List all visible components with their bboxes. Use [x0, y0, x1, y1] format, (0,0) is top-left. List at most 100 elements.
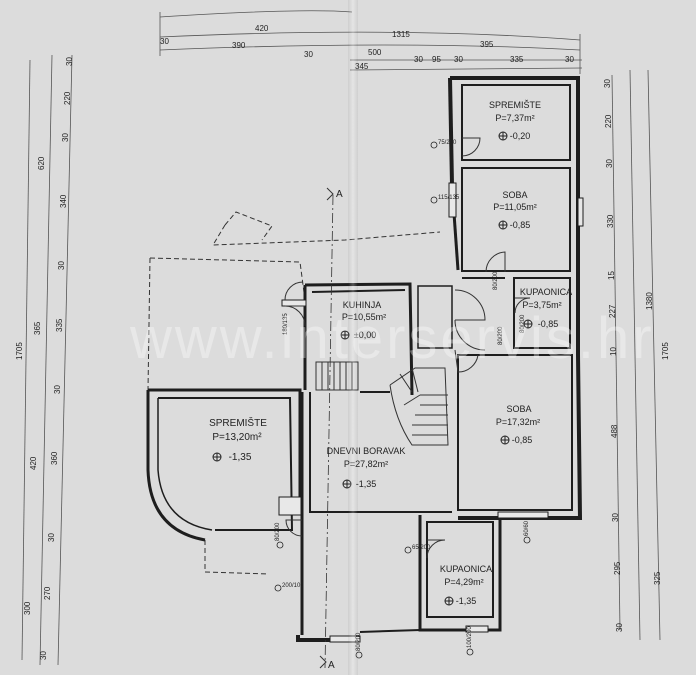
room-level: -1,35 [356, 479, 377, 489]
watermark: www.interservis.hr [130, 306, 655, 371]
dim-right-inner-3: 330 [606, 214, 615, 228]
dim-30-d: 30 [454, 55, 463, 64]
room-name: KUPAONICA [440, 564, 492, 574]
dim-right-inner-1: 220 [604, 114, 613, 128]
room-name: DNEVNI BORAVAK [327, 446, 406, 456]
room-soba-17: SOBA P=17,32m² -0,85 [496, 404, 540, 445]
dim-left-inner-2: 30 [61, 133, 70, 142]
room-kuhinja: KUHINJA P=10,55m² ±0,00 [342, 300, 386, 340]
dim-left-365: 365 [33, 321, 42, 335]
level-markers [212, 131, 533, 606]
dim-right-inner-8: 30 [611, 513, 620, 522]
dim-345: 345 [355, 62, 369, 71]
dim-95: 95 [432, 55, 441, 64]
opening-label: 60/60 [524, 520, 530, 536]
dim-left-inner-1: 220 [63, 91, 72, 105]
walls [146, 76, 583, 642]
dim-right-inner-9: 295 [613, 561, 622, 575]
dim-335: 335 [510, 55, 524, 64]
opening-label: 100/200 [467, 626, 473, 648]
dim-right-inner-7: 488 [610, 424, 619, 438]
opening-label: 80/200 [520, 314, 526, 333]
room-level: -1,35 [456, 596, 477, 606]
dim-left-inner-9: 270 [43, 586, 52, 600]
opening-label: 75/200 [438, 140, 457, 146]
dim-1315: 1315 [392, 30, 410, 39]
room-spremiste-small: SPREMIŠTE P=7,37m² -0,20 [489, 100, 541, 141]
dim-right-inner-4: 15 [607, 271, 616, 280]
room-level: -1,35 [229, 452, 252, 463]
top-dimension-labels: 420 1315 30 390 30 395 500 345 30 95 30 … [160, 24, 574, 71]
room-area: P=13,20m² [212, 432, 262, 443]
dim-left-inner-8: 30 [47, 533, 56, 542]
opening-label: 200/100 [282, 583, 304, 589]
dim-right-inner-2: 30 [605, 159, 614, 168]
room-area: P=10,55m² [342, 312, 386, 322]
opening-label: 80/200 [356, 632, 362, 651]
opening-tags: 75/200 115/135 80/200 80/200 180/135 80/… [274, 140, 531, 659]
dim-left-inner-4: 30 [57, 261, 66, 270]
dim-right-inner-6: 10 [609, 347, 618, 356]
dim-30-a: 30 [160, 37, 169, 46]
left-dimension-lines [21, 54, 73, 666]
opening-label: 80/200 [275, 522, 281, 541]
dim-30-e: 30 [565, 55, 574, 64]
dim-left-1705: 1705 [15, 342, 24, 360]
room-spremiste-large: SPREMIŠTE P=13,20m² -1,35 [209, 416, 267, 463]
room-level: -0,20 [510, 131, 531, 141]
right-dimension-lines [611, 69, 661, 641]
dim-right-inner-5: 227 [608, 304, 617, 318]
room-area: P=3,75m² [522, 300, 561, 310]
top-dimension-lines [159, 10, 583, 74]
room-level: -0,85 [512, 435, 533, 445]
opening-label: 180/135 [283, 313, 289, 335]
room-area: P=7,37m² [495, 113, 534, 123]
room-soba-11: SOBA P=11,05m² -0,85 [493, 190, 537, 230]
paper-fold [348, 0, 358, 675]
opening-label: 65/200 [412, 545, 431, 551]
dim-left-inner-10: 30 [39, 651, 48, 660]
dim-left-inner-3: 340 [59, 194, 68, 208]
section-label-bottom: A [328, 660, 335, 671]
opening-label: 115/135 [438, 195, 460, 201]
dim-right-inner-0: 30 [603, 79, 612, 88]
room-level: -0,85 [538, 319, 559, 329]
dim-right-1380: 1380 [645, 292, 654, 310]
door-swings [284, 137, 531, 559]
section-line: A A [319, 187, 343, 671]
stairs [315, 361, 449, 446]
room-area: P=11,05m² [493, 202, 537, 212]
opening-label: 80/200 [493, 271, 499, 290]
left-dimension-labels: 1705 620 365 420 300 30 220 30 340 30 33… [15, 57, 74, 660]
dim-395: 395 [480, 40, 494, 49]
dim-left-inner-5: 335 [55, 318, 64, 332]
dashed-outlines [147, 211, 441, 575]
windows [278, 182, 584, 643]
section-label-top: A [336, 189, 343, 200]
dim-right-inner-10: 30 [615, 623, 624, 632]
dim-right-1705: 1705 [661, 342, 670, 360]
dim-left-300: 300 [23, 601, 32, 615]
room-name: KUPAONICA [520, 287, 572, 297]
room-kupaonica-4-29: KUPAONICA P=4,29m² -1,35 [440, 564, 492, 606]
dim-left-inner-6: 30 [53, 385, 62, 394]
dim-left-420: 420 [29, 456, 38, 470]
dim-left-inner-7: 360 [50, 451, 59, 465]
dim-left-620: 620 [37, 156, 46, 170]
dim-420: 420 [255, 24, 269, 33]
dim-right-325: 325 [653, 571, 662, 585]
dim-500: 500 [368, 48, 382, 57]
right-dimension-labels: 1705 1380 325 30 220 30 330 15 227 10 48… [603, 79, 670, 632]
room-name: SPREMIŠTE [209, 416, 267, 429]
room-labels: SPREMIŠTE P=7,37m² -0,20 SOBA P=11,05m² … [209, 100, 572, 606]
room-name: SPREMIŠTE [489, 100, 541, 110]
room-kupaonica-3-75: KUPAONICA P=3,75m² -0,85 [520, 287, 572, 329]
room-name: SOBA [506, 404, 531, 414]
room-name: KUHINJA [343, 300, 382, 310]
dim-30-b: 30 [304, 50, 313, 59]
dim-390: 390 [232, 41, 246, 50]
room-name: SOBA [502, 190, 527, 200]
room-area: P=17,32m² [496, 417, 540, 427]
room-level: -0,85 [510, 220, 531, 230]
